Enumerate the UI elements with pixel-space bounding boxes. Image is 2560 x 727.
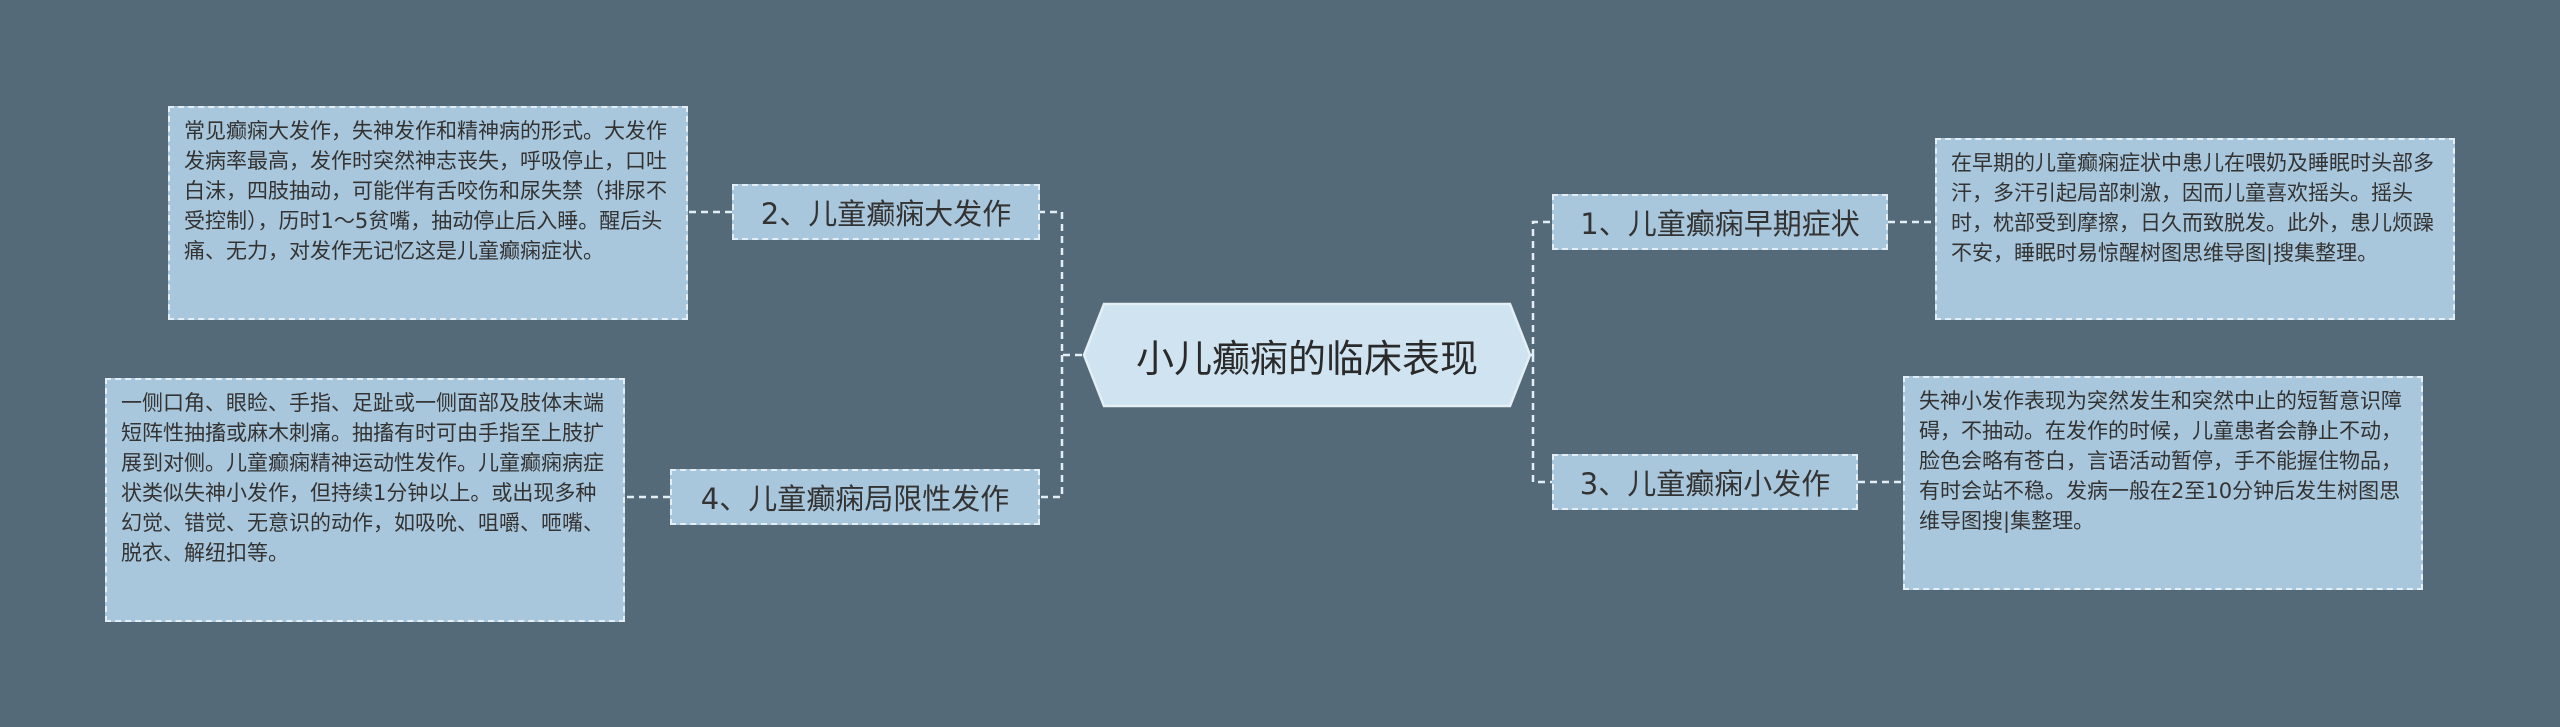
root-shape: [1082, 302, 1532, 408]
leaf-focal-seizure: 一侧口角、眼睑、手指、足趾或一侧面部及肢体末端短阵性抽搐或麻木刺痛。抽搐有时可由…: [105, 378, 625, 622]
leaf-petit-mal: 失神小发作表现为突然发生和突然中止的短暂意识障碍，不抽动。在发作的时候，儿童患者…: [1903, 376, 2423, 590]
branch-grand-mal[interactable]: 2、儿童癫痫大发作: [732, 184, 1040, 240]
leaf-early-symptoms: 在早期的儿童癫痫症状中患儿在喂奶及睡眠时头部多汗，多汗引起局部刺激，因而儿童喜欢…: [1935, 138, 2455, 320]
connector-left-branch-2: [1040, 210, 1082, 357]
branch-focal-seizure[interactable]: 4、儿童癫痫局限性发作: [670, 469, 1040, 525]
root-label: 小儿癫痫的临床表现: [1135, 336, 1478, 381]
leaf-grand-mal: 常见癫痫大发作，失神发作和精神病的形式。大发作发病率最高，发作时突然神志丧失，呼…: [168, 106, 688, 320]
branch-petit-mal[interactable]: 3、儿童癫痫小发作: [1552, 454, 1858, 510]
connector-left-branch-4: [1040, 355, 1064, 499]
connector-right-branch-3: [1531, 355, 1552, 484]
root-node[interactable]: 小儿癫痫的临床表现: [1082, 302, 1532, 408]
connector-right-branch-1: [1531, 220, 1552, 357]
branch-early-symptoms[interactable]: 1、儿童癫痫早期症状: [1552, 194, 1888, 250]
